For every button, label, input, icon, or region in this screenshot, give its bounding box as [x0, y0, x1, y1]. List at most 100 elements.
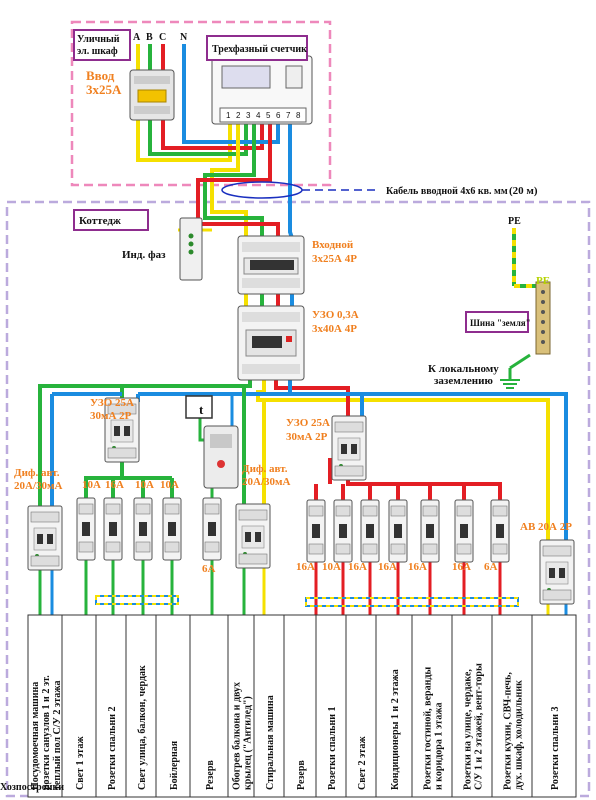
ground-bus	[500, 281, 551, 389]
circuit-label: Свет 2 этаж	[357, 736, 368, 790]
street-cabinet-box	[73, 29, 131, 61]
ground-bus-label: Шина "земля"	[470, 318, 531, 328]
rating-top-1: 10А	[82, 479, 101, 491]
thermostat-label: t	[199, 402, 204, 417]
breaker-r2	[333, 499, 353, 563]
circuit-label: Резерв	[205, 760, 216, 790]
dif-left-label-2: 20А/30мА	[14, 480, 62, 492]
breaker-10a-1	[76, 497, 96, 561]
circuit-label: Розетки гостиной, веранды	[423, 667, 434, 790]
circuit-label: Кондиционеры 1 и 2 этажа	[390, 669, 401, 790]
circuit-label: Свет улица, балкон, чердак	[137, 665, 148, 790]
breaker-r3	[360, 499, 380, 563]
rating-bottom-6: 16А	[452, 561, 471, 573]
circuit-label: Розетки спальни 3	[550, 707, 561, 790]
main-rcd-4p	[237, 305, 305, 381]
rcd-right-2p	[331, 415, 367, 481]
circuit-label: Розетки спальни 1	[327, 707, 338, 790]
cottage-label-box	[73, 209, 149, 231]
circuit-label: Хозпостройки	[0, 782, 64, 793]
input-breaker	[129, 69, 175, 121]
breaker-r7	[490, 499, 510, 563]
dif-breaker-left	[27, 505, 63, 571]
input-breaker-label-1: Ввод	[86, 68, 115, 83]
meter-terminal-2: 2	[236, 111, 241, 120]
rating-top-2: 16А	[105, 479, 124, 491]
circuit-label: розетки санузлов 1 и 2 эт.	[41, 675, 52, 790]
rcd-left-label-1: УЗО 25А	[90, 397, 134, 409]
circuit-label: Розетки кухни, СВЧ-печь,	[503, 672, 514, 790]
rcd-left-label-2: 30мА 2Р	[90, 410, 132, 422]
pe-label: PE	[508, 216, 521, 227]
phase-label-a: A	[133, 32, 141, 43]
circuit-label: Розетки спальни 2	[107, 707, 118, 790]
phase-indicator	[179, 217, 203, 281]
dif-mid-label-2: 20А/30мА	[242, 476, 290, 488]
distribution-wires	[38, 378, 568, 540]
main-rcd-label-1: УЗО 0,3А	[312, 309, 359, 321]
input-breaker-label-2: 3x25A	[86, 82, 122, 97]
breaker-10a-3	[162, 497, 182, 561]
circuit-label: дух. шкаф, холодильник	[514, 680, 525, 790]
breaker-10a-2	[133, 497, 153, 561]
breaker-r5	[420, 499, 440, 563]
rating-top-4: 10А	[160, 479, 179, 491]
circuit-label: Обогрев балкона и двух	[232, 682, 243, 790]
meter-terminal-5: 5	[266, 111, 271, 120]
circuit-label: и коридора 1 этажа	[434, 703, 445, 790]
breaker-6a-heat	[202, 497, 222, 561]
circuit-label: Бойлерная	[169, 740, 180, 790]
phase-label-c: C	[159, 32, 166, 43]
rating-bottom-1: 16А	[296, 561, 315, 573]
pe-wiring	[508, 228, 540, 380]
breaker-ab-20a-2p	[539, 539, 575, 605]
breaker-r1	[306, 499, 326, 563]
circuit-label: Розетки на улице, чердаке,	[463, 669, 474, 790]
output-wires	[38, 556, 568, 615]
phase-indicator-label: Инд. фаз	[122, 249, 166, 261]
meter-terminal-1: 1	[226, 111, 231, 120]
rcd-right-label-1: УЗО 25А	[286, 417, 330, 429]
meter-terminal-4: 4	[256, 111, 261, 120]
meter-label: Трехфазный счетчик	[212, 44, 307, 55]
cable-length: (20 м)	[509, 185, 538, 197]
breaker-r4	[388, 499, 408, 563]
cottage-label: Коттедж	[79, 215, 121, 227]
meter-label-box	[206, 35, 308, 61]
circuit-label: теплый пол С/У 2 этажа	[52, 681, 63, 790]
phase-label-b: B	[146, 32, 153, 43]
dif-left-label-1: Диф. авт.	[14, 467, 60, 479]
rating-bottom-5: 16А	[408, 561, 427, 573]
main-rcd-label-2: 3х40А 4Р	[312, 323, 357, 335]
main-breaker-4p	[237, 235, 305, 295]
main-breaker-label-1: Входной	[312, 239, 354, 251]
circuit-label: Резерв	[296, 760, 307, 790]
meter-terminal-8: 8	[296, 111, 301, 120]
rating-top-3: 10А	[135, 479, 154, 491]
ground-bus-box	[465, 311, 529, 333]
phase-label-n: N	[180, 32, 188, 43]
breaker-r6	[454, 499, 474, 563]
meter-terminal-6: 6	[276, 111, 281, 120]
circuit-label: С/У 1 и 2 этажей, вент-торы	[474, 663, 485, 790]
breaker-16a-1	[103, 497, 123, 561]
street-cabinet-frame	[70, 20, 332, 187]
rating-bottom-4: 16А	[378, 561, 397, 573]
rcd-right-label-2: 30мА 2Р	[286, 431, 328, 443]
street-cabinet-label-1: Уличный	[77, 34, 120, 45]
circuit-label: Посудомоечная машина	[30, 682, 41, 790]
rating-6a-left: 6А	[202, 563, 216, 575]
dif-breaker-mid	[235, 503, 271, 569]
dif-mid-label-1: Диф. авт.	[242, 463, 288, 475]
ab-right-label: АВ 20А 2Р	[520, 521, 572, 533]
cable-label: Кабель вводной 4х6 кв. мм	[386, 186, 508, 197]
pe-label-2: PE	[536, 275, 550, 287]
circuit-label: Стиральная машина	[265, 695, 276, 790]
thermostat-box	[185, 395, 239, 489]
rating-bottom-3: 16А	[348, 561, 367, 573]
three-phase-meter	[211, 55, 313, 125]
street-cabinet-label-2: эл. шкаф	[77, 46, 118, 57]
circuit-label: Свет 1 этаж	[75, 736, 86, 790]
